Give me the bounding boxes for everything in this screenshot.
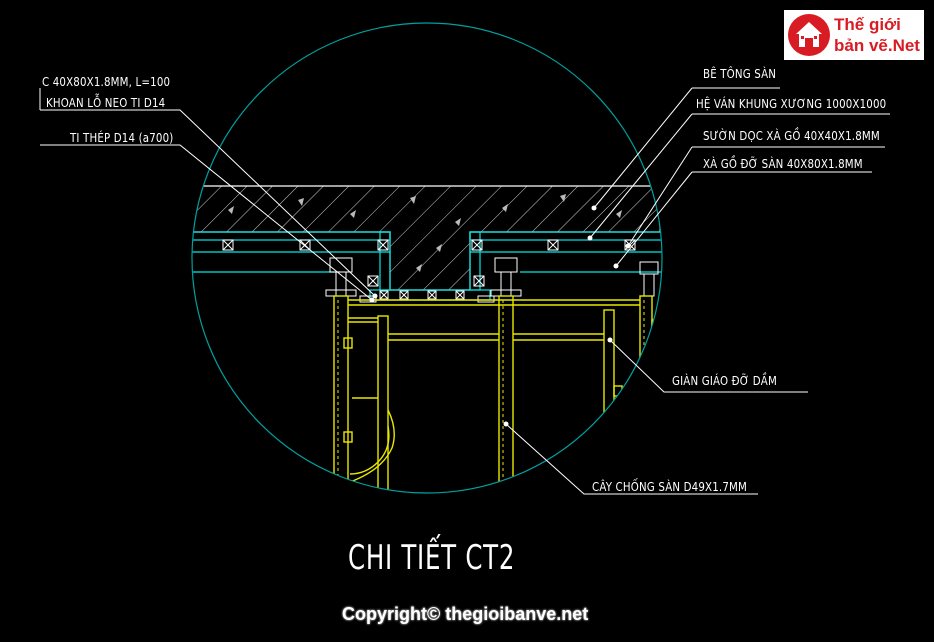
logo-text-line2: bản vẽ.Net xyxy=(834,36,920,55)
copyright-text: Copyright© thegioibanve.net xyxy=(342,604,589,624)
label-slab-prop: CÂY CHỐNG SÀN D49X1.7MM xyxy=(592,479,748,494)
leader-lines xyxy=(39,87,890,495)
label-formwork-system: HỆ VÁN KHUNG XƯƠNG 1000X1000 xyxy=(696,96,887,111)
label-beam-scaffold: GIÀN GIÁO ĐỠ DẦM xyxy=(672,373,777,388)
label-c-profile: C 40X80X1.8MM, L=100 xyxy=(42,74,171,89)
purlin-boxes xyxy=(222,239,636,300)
label-tie-bar: TI THÉP D14 (a700) xyxy=(70,130,174,145)
site-logo[interactable]: Thế giới bản vẽ.Net xyxy=(784,10,924,60)
logo-text-line1: Thế giới xyxy=(834,15,901,34)
detail-title: CHI TIẾT CT2 xyxy=(348,538,516,578)
prop-heads xyxy=(325,257,659,303)
house-icon xyxy=(788,14,830,56)
label-longitudinal-rib: SƯỜN DỌC XÀ GỒ 40X40X1.8MM xyxy=(703,128,880,143)
detail-circle xyxy=(191,22,663,494)
scaffold-frame xyxy=(333,295,657,493)
label-slab-purlin: XÀ GỒ ĐỠ SÀN 40X80X1.8MM xyxy=(703,156,863,171)
label-concrete-slab: BÊ TÔNG SÀN xyxy=(703,66,777,81)
label-drill-hole: KHOAN LỖ NEO TI D14 xyxy=(46,95,166,110)
